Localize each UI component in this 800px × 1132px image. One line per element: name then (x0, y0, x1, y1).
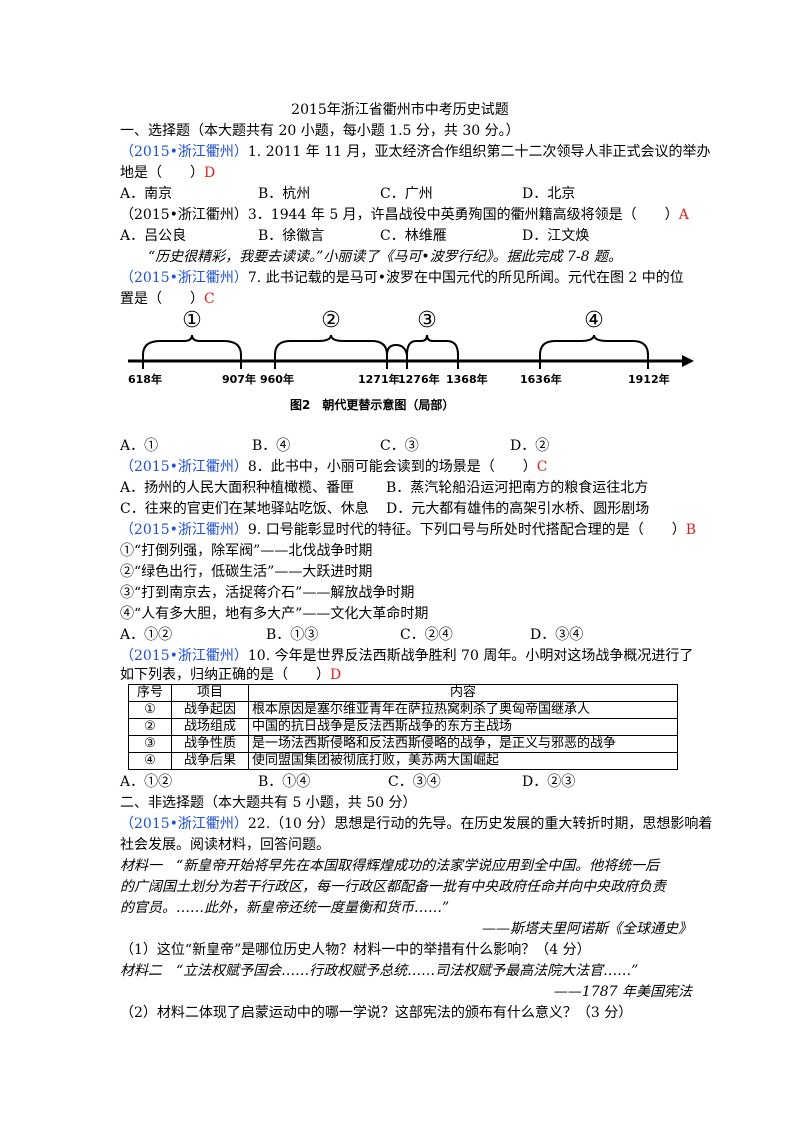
question-source: （2015•浙江衢州） (120, 144, 248, 160)
figure-caption: 图2 朝代更替示意图（局部） (290, 397, 454, 412)
slogan-item: ④“人有多大胆，地有多大产”——文化大革命时期 (120, 606, 429, 622)
sub-question-1: （1）这位“新皇帝”是哪位历史人物？材料一中的举措有什么影响？（4 分） (120, 942, 591, 958)
answer-key: A (678, 207, 689, 223)
timeline-years: 618年 907年 960年 1271年 1276年 1368年 1636年 1… (128, 372, 670, 386)
option-c: C．林维雁 (380, 228, 447, 244)
table-header: 内容 (248, 684, 678, 702)
material-one-line-3: 的官员。……此外，新皇帝还统一度量衡和货币……” (120, 900, 450, 916)
option-b: B．①④ (258, 774, 311, 790)
answer-key: D (204, 165, 216, 181)
question-9-line: （2015•浙江衢州）9. 口号能彰显时代的特征。下列口号与所处时代搭配合理的是… (120, 522, 696, 538)
year-label: 960年 (260, 372, 294, 386)
option-b: B．徐徽言 (258, 228, 325, 244)
option-a: A．扬州的人民大面积种植橄榄、番匣 (120, 480, 355, 496)
option-d: D．北京 (522, 186, 576, 202)
option-b: B．蒸汽轮船沿运河把南方的粮食运往北方 (386, 480, 649, 496)
bracket-label-3: ③ (417, 308, 437, 333)
table-row: ③ 战争性质 是一场法西斯侵略和反法西斯侵略的战争，是正义与邪恶的战争 (128, 735, 678, 753)
sub-question-2: （2）材料二体现了启蒙运动中的哪一学说？这部宪法的颁布有什么意义？（3 分） (120, 1005, 633, 1021)
option-c: C．③ (380, 438, 419, 454)
option-b: B．①③ (266, 627, 319, 643)
year-label: 1368年 (446, 372, 488, 386)
table-header: 项目 (171, 684, 249, 702)
material-one-source: ——斯塔夫里阿诺斯《全球通史》 (482, 921, 692, 937)
answer-key: B (685, 522, 696, 538)
year-label: 618年 (128, 372, 162, 386)
question-22-line-2: 社会发展。阅读材料，回答问题。 (120, 837, 330, 853)
slogan-item: ③“打到南京去，活捉蒋介石”——解放战争时期 (120, 585, 415, 601)
war-summary-table: 序号 项目 内容 ① 战争起因 根本原因是塞尔维亚青年在萨拉热窝刺杀了奥匈帝国继… (128, 684, 678, 770)
timeline-brackets (142, 334, 649, 356)
question-8-line: （2015•浙江衢州）8．此书中，小丽可能会读到的场景是（ ）C (120, 459, 548, 475)
option-a: A．①② (120, 774, 173, 790)
option-c: C．广州 (380, 186, 433, 202)
timeline-ticks (142, 353, 649, 369)
question-7-line-2: 置是（ ）C (120, 291, 215, 307)
slogan-item: ①“打倒列强，除军阀”——北伐战争时期 (120, 543, 373, 559)
question-3-line: （2015•浙江衢州）3．1944 年 5 月，许昌战役中英勇殉国的衢州籍高级将… (120, 207, 689, 223)
material-one-line-1: 材料一 “新皇帝开始将早先在本国取得辉煌成功的法家学说应用到全中国。他将统一后 (120, 858, 660, 874)
table-row: ② 战场组成 中国的抗日战争是反法西斯战争的东方主战场 (128, 718, 678, 736)
table-row: ① 战争起因 根本原因是塞尔维亚青年在萨拉热窝刺杀了奥匈帝国继承人 (128, 701, 678, 719)
bracket-label-2: ② (321, 308, 341, 333)
question-10-line-2: 如下列表，归纳正确的是（ ）D (120, 667, 342, 683)
dynasty-timeline-figure: ① ② ③ ④ 618年 907年 960年 1271年 1276年 1368年… (128, 308, 694, 412)
material-one-line-2: 的广阔国土划分为若干行政区，每一行政区都配备一批有中央政府任命并向中央政府负责 (120, 879, 666, 895)
year-label: 1636年 (520, 372, 562, 386)
year-label: 1912年 (628, 372, 670, 386)
answer-key: C (536, 459, 548, 475)
option-b: B．④ (252, 438, 291, 454)
section-one-heading: 一、选择题（本大题共有 20 小题，每小题 1.5 分，共 30 分。） (120, 123, 520, 139)
option-a: A．①② (120, 627, 173, 643)
question-1-line-2: 地是（ ）D (120, 165, 216, 181)
question-22-line-1: （2015•浙江衢州）22.（10 分）思想是行动的先导。在历史发展的重大转折时… (120, 816, 713, 832)
option-d: D．江文焕 (522, 228, 590, 244)
answer-key: C (204, 291, 215, 307)
section-two-heading: 二、非选择题（本大题共有 5 小题，共 50 分） (120, 795, 417, 811)
option-a: A．南京 (120, 186, 173, 202)
timeline-arrow-icon (682, 355, 694, 367)
option-d: D．③④ (530, 627, 584, 643)
answer-key: D (330, 667, 342, 683)
option-d: D．元大都有雄伟的高架引水桥、圆形剧场 (386, 501, 650, 517)
option-b: B．杭州 (258, 186, 311, 202)
option-a: A．① (120, 438, 159, 454)
table-header-row: 序号 项目 内容 (128, 684, 678, 702)
material-two-source: ——1787 年美国宪法 (553, 984, 692, 1000)
year-label: 907年 (222, 372, 256, 386)
material-two-line-1: 材料二 “立法权赋予国会……行政权赋予总统……司法权赋予最高法院大法官……” (120, 963, 639, 979)
option-c: C．往来的官吏们在某地驿站吃饭、休息 (120, 501, 369, 517)
option-a: A．吕公良 (120, 228, 187, 244)
page-title: 2015年浙江省衢州市中考历史试题 (291, 102, 509, 118)
option-c: C．③④ (388, 774, 441, 790)
question-1-line-1: （2015•浙江衢州）1. 2011 年 11 月，亚太经济合作组织第二十二次领… (120, 144, 711, 160)
slogan-item: ②“绿色出行，低碳生活”——大跃进时期 (120, 564, 373, 580)
year-label: 1276年 (398, 372, 440, 386)
year-label: 1271年 (358, 372, 400, 386)
table-row: ④ 战争后果 使同盟国集团被彻底打败，美苏两大国崛起 (128, 752, 678, 770)
option-c: C．②④ (400, 627, 453, 643)
reading-intro: “历史很精彩，我要去读读。”小丽读了《马可•波罗行纪》。据此完成 7-8 题。 (148, 249, 623, 265)
table-header: 序号 (128, 684, 172, 702)
bracket-label-4: ④ (584, 308, 604, 333)
option-d: D．②③ (522, 774, 576, 790)
option-d: D．② (510, 438, 550, 454)
question-7-line-1: （2015•浙江衢州）7. 此书记载的是马可•波罗在中国元代的所见所闻。元代在图… (120, 270, 684, 286)
question-10-line-1: （2015•浙江衢州）10. 今年是世界反法西斯战争胜利 70 周年。小明对这场… (120, 648, 694, 664)
bracket-label-1: ① (182, 308, 202, 333)
